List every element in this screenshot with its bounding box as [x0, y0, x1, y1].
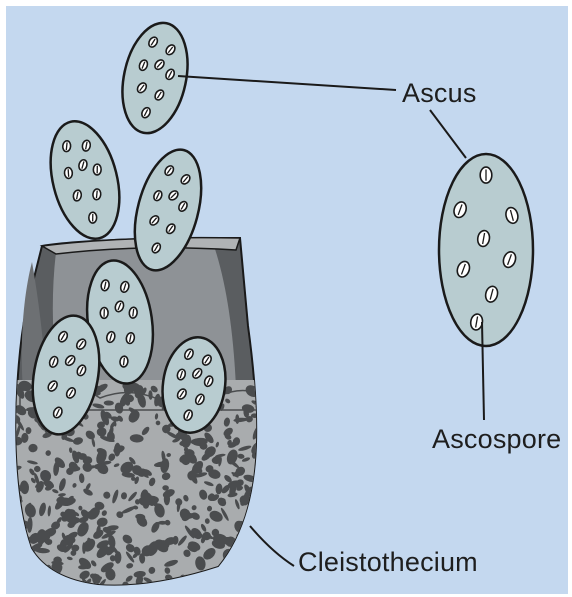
ascospore [480, 167, 492, 183]
ascospore [119, 356, 128, 368]
ascospore [62, 140, 71, 152]
ascus-label: Ascus [402, 78, 477, 109]
ascospore-label: Ascospore [432, 424, 561, 455]
cleistothecium-label: Cleistothecium [298, 547, 478, 578]
ascospore [89, 212, 97, 223]
ascus-detail [439, 154, 533, 346]
ascospore [129, 307, 138, 319]
mycelium-speck [218, 498, 226, 503]
ascospore [92, 189, 101, 201]
ascospore [100, 307, 108, 318]
ascospore [64, 167, 73, 178]
ascospore [93, 164, 101, 175]
